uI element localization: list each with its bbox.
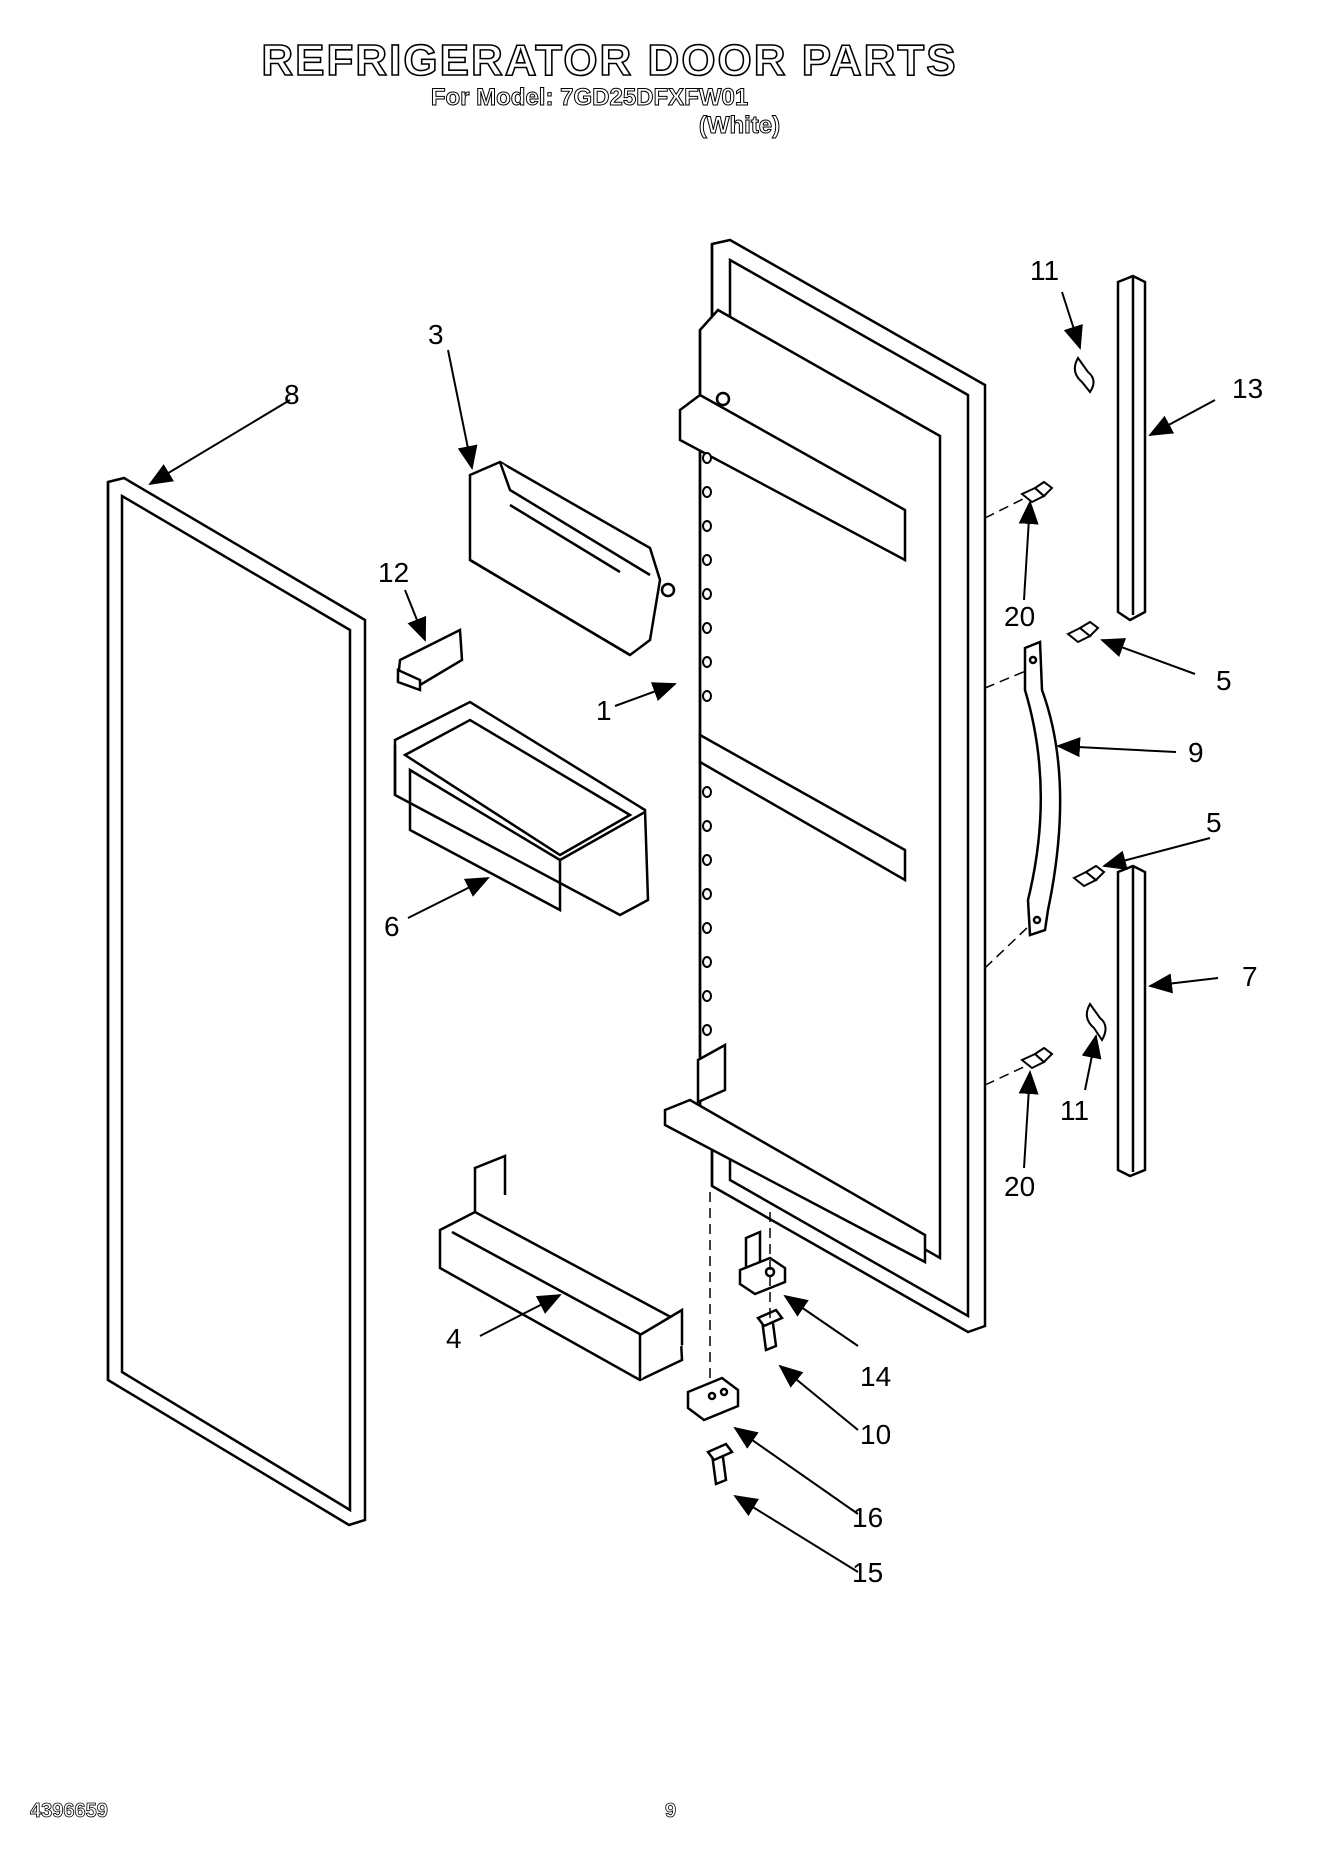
dairy-bin-drawing (393, 700, 650, 917)
callout-16: 16 (852, 1502, 883, 1533)
callout-11-upper: 11 (1030, 255, 1059, 286)
document-number: 4396659 (30, 1800, 109, 1823)
model-line: For Model: 7GD25DFXFW01 (430, 84, 749, 112)
callout-6: 6 (384, 911, 400, 942)
callout-11-lower: 11 (1060, 1095, 1089, 1126)
callout-4: 4 (446, 1323, 462, 1354)
callout-20-lower: 20 (1004, 1171, 1035, 1202)
callout-7: 7 (1242, 961, 1258, 992)
callout-1: 1 (596, 695, 612, 726)
handle-drawing (1023, 640, 1062, 937)
callout-13: 13 (1232, 373, 1263, 404)
door-liner-drawing (663, 238, 987, 1334)
fasteners-drawing (1020, 356, 1107, 1070)
callout-5-lower: 5 (1206, 807, 1222, 838)
callout-3: 3 (428, 319, 444, 350)
callout-8: 8 (284, 379, 300, 410)
alignment-lines (709, 497, 1031, 1380)
callout-20-upper: 20 (1004, 601, 1035, 632)
lower-bin-drawing (438, 1154, 684, 1382)
leader-arrows (148, 291, 1219, 1573)
door-gasket-drawing (106, 476, 367, 1527)
hinge-hardware-drawing (686, 1230, 787, 1486)
callout-12: 12 (378, 557, 409, 588)
callout-10: 10 (860, 1419, 891, 1450)
callout-15: 15 (852, 1557, 883, 1588)
page-title: REFRIGERATOR DOOR PARTS (261, 35, 958, 86)
callout-labels: 1 3 4 5 5 6 7 8 9 10 11 11 12 13 14 15 1… (284, 255, 1263, 1588)
page-number: 9 (665, 1800, 677, 1823)
clip-12-drawing (396, 628, 464, 692)
dairy-door-drawing (468, 460, 676, 657)
callout-5-upper: 5 (1216, 665, 1232, 696)
color-line: (White) (698, 112, 781, 140)
callout-14: 14 (860, 1361, 891, 1392)
door-liner-holes (702, 452, 712, 1036)
trim-strips-drawing (1116, 274, 1147, 1178)
callout-9: 9 (1188, 737, 1204, 768)
